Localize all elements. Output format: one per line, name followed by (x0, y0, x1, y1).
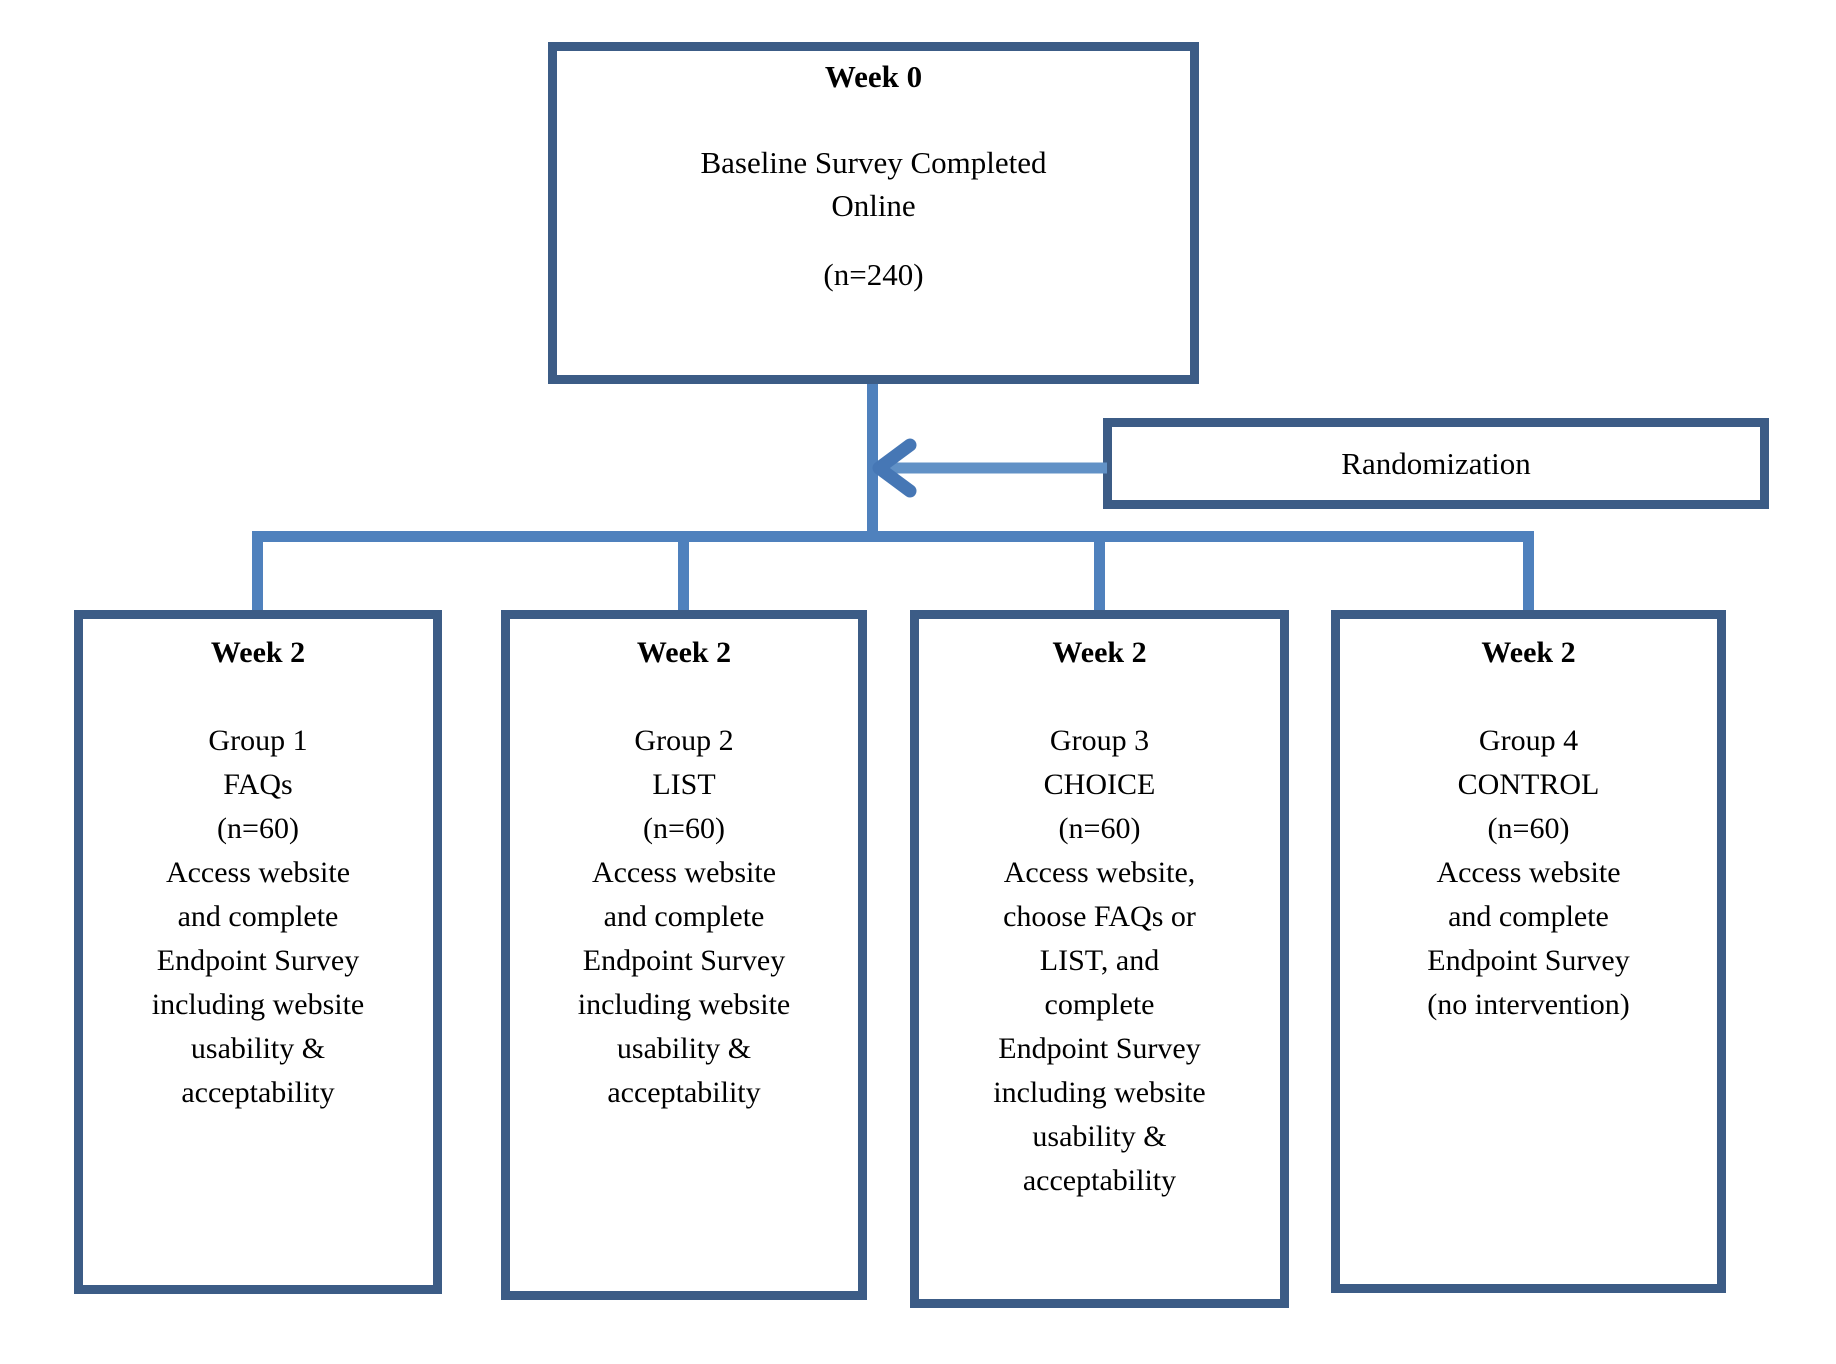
group2-line: Group 2 (634, 724, 734, 757)
group1-line: Endpoint Survey (156, 944, 360, 977)
group1-line: Group 1 (208, 724, 308, 757)
spacer (557, 98, 1190, 141)
group3-box: Week 2 Group 3 CHOICE (n=60) Access webs… (910, 610, 1289, 1308)
group3-line: complete (1044, 988, 1155, 1021)
group4-line: (no intervention) (1427, 988, 1630, 1021)
randomization-arrow (866, 437, 1110, 499)
group2-box: Week 2 Group 2 LIST (n=60) Access websit… (501, 610, 867, 1300)
week0-title: Week 0 (824, 59, 923, 94)
group4-line: Endpoint Survey (1427, 944, 1630, 977)
group2-line: LIST (652, 768, 716, 801)
left-arrow-icon (872, 438, 1107, 498)
group2-line: usability & (616, 1032, 752, 1065)
spacer (557, 227, 1190, 253)
group3-line: CHOICE (1043, 768, 1156, 801)
group2-line: and complete (603, 900, 765, 933)
group3-line: acceptability (1022, 1164, 1177, 1197)
group3-line: Access website, (1003, 856, 1196, 889)
group3-line: Endpoint Survey (998, 1032, 1201, 1065)
group4-line: Group 4 (1478, 724, 1579, 757)
group2-week-title: Week 2 (636, 636, 732, 669)
connector-drop-group4 (1523, 536, 1534, 610)
baseline-n-label: (n=240) (823, 257, 924, 292)
spacer (83, 675, 433, 719)
group2-line: acceptability (607, 1076, 761, 1109)
group4-week-title: Week 2 (1481, 636, 1576, 669)
group3-week-title: Week 2 (1052, 636, 1147, 669)
group1-box: Week 2 Group 1 FAQs (n=60) Access websit… (74, 610, 442, 1294)
group4-line: Access website (1436, 856, 1621, 889)
group1-line: usability & (190, 1032, 326, 1065)
group1-line: Access website (165, 856, 351, 889)
group1-line: including website (151, 988, 365, 1021)
group2-line: Endpoint Survey (582, 944, 786, 977)
connector-drop-group2 (678, 536, 689, 610)
group1-line: acceptability (181, 1076, 335, 1109)
group3-line: (n=60) (1058, 812, 1141, 845)
group1-line: FAQs (223, 768, 293, 801)
baseline-line-1: Baseline Survey Completed (700, 145, 1047, 180)
group3-line: usability & (1032, 1120, 1167, 1153)
spacer (510, 675, 858, 719)
group1-line: and complete (177, 900, 339, 933)
group4-line: CONTROL (1457, 768, 1600, 801)
randomization-label: Randomization (1341, 445, 1531, 481)
group2-line: Access website (591, 856, 777, 889)
week0-baseline-box: Week 0 Baseline Survey Completed Online … (548, 42, 1199, 384)
group4-line: (n=60) (1487, 812, 1570, 845)
group3-line: choose FAQs or (1003, 900, 1196, 933)
connector-drop-group3 (1094, 536, 1105, 610)
group4-line: and complete (1448, 900, 1609, 933)
group1-week-title: Week 2 (210, 636, 306, 669)
group4-box: Week 2 Group 4 CONTROL (n=60) Access web… (1331, 610, 1726, 1293)
group3-line: including website (993, 1076, 1206, 1109)
connector-top-vertical (867, 384, 878, 541)
group3-line: Group 3 (1049, 724, 1150, 757)
baseline-line-2: Online (831, 188, 916, 223)
connector-drop-group1 (252, 536, 263, 610)
connector-distribution-horizontal (252, 531, 1534, 542)
randomization-box: Randomization (1103, 418, 1769, 509)
group2-line: including website (577, 988, 791, 1021)
spacer (919, 675, 1280, 719)
spacer (1340, 675, 1717, 719)
group2-line: (n=60) (643, 812, 725, 845)
group3-line: LIST, and (1039, 944, 1160, 977)
group1-line: (n=60) (217, 812, 299, 845)
